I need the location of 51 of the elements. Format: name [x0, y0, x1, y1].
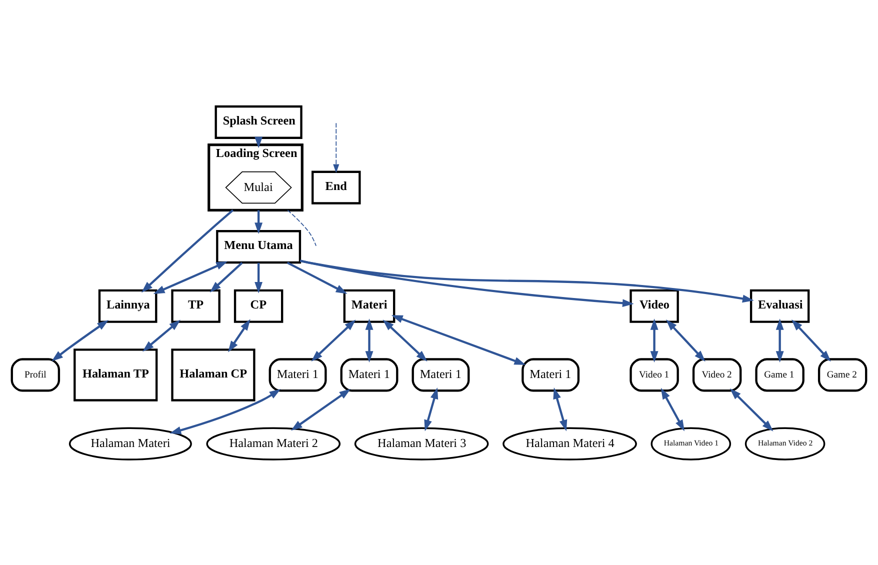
arrow	[141, 208, 234, 292]
arrow	[666, 318, 706, 362]
arrow	[52, 320, 109, 361]
arrow	[660, 387, 685, 431]
arrow	[170, 388, 281, 434]
node-box: End	[312, 170, 361, 204]
node-ellipse: Halaman Video 1	[650, 426, 732, 460]
node-ellipse: Halaman Materi 2	[206, 426, 341, 460]
arrow	[365, 318, 374, 362]
arrow	[300, 259, 634, 307]
node-box: Materi 1	[268, 358, 327, 392]
node-box: Materi 1	[340, 358, 398, 392]
arrow	[650, 318, 658, 362]
node-box: CP	[234, 288, 284, 322]
arrow	[391, 314, 526, 364]
arrow	[792, 318, 831, 362]
node-box: Video 2	[692, 358, 742, 392]
node-ellipse: Halaman Video 2	[744, 426, 826, 460]
arrow	[382, 319, 428, 361]
arrow	[153, 260, 228, 294]
node-box: Halaman TP	[74, 348, 158, 401]
node-box: TP	[171, 288, 220, 322]
node-ellipse: Halaman Materi 4	[502, 426, 637, 460]
node-box: Video 1	[630, 358, 679, 392]
arrow	[142, 319, 181, 352]
arrow	[228, 318, 250, 352]
arrow	[776, 318, 784, 362]
node-box: Profil	[10, 358, 60, 392]
node-box: Game 2	[818, 358, 868, 392]
node-ellipse: Halaman Materi 3	[354, 426, 489, 460]
arrow	[254, 210, 263, 234]
arrow	[290, 388, 351, 430]
arrow	[333, 122, 340, 172]
node-box: Game 1	[755, 358, 804, 392]
arrow	[300, 259, 754, 302]
node-box: Materi	[343, 288, 396, 322]
arrow	[286, 261, 348, 294]
node-box: Evaluasi	[750, 288, 810, 322]
connector	[287, 209, 316, 246]
arrow	[210, 262, 243, 292]
node-box: Menu Utama	[216, 230, 302, 264]
arrow	[730, 388, 774, 431]
arrow	[424, 387, 438, 431]
node-box: Lainnya	[98, 288, 158, 322]
node-box: Halaman CP	[171, 348, 256, 401]
arrow	[553, 387, 568, 431]
node-box: Materi 1	[522, 358, 580, 392]
node-box: Video	[630, 288, 679, 322]
node-box: Materi 1	[412, 358, 470, 392]
arrow	[311, 319, 356, 361]
arrow	[254, 262, 263, 293]
